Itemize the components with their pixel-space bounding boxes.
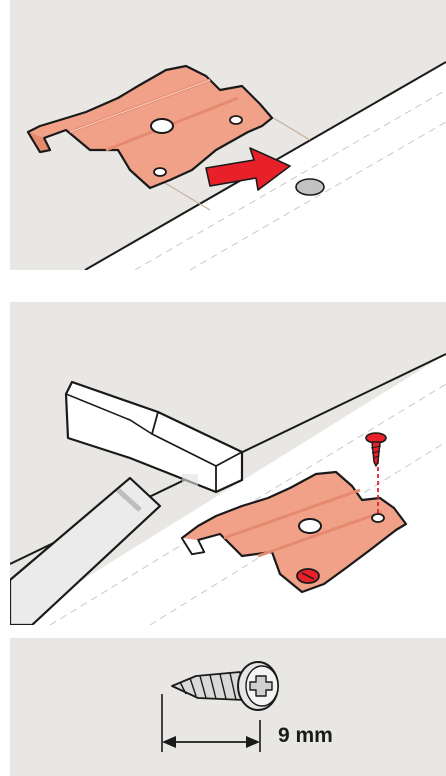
hole-icon [295,178,325,196]
slot-hole [150,118,174,134]
dashed-guide-line [189,121,446,270]
panel-background [10,638,446,776]
hammer-icon [10,380,244,625]
mount-hole [153,167,167,177]
step-1-panel [10,0,446,270]
red-screw-icon [365,432,387,516]
slot-hole [298,518,322,534]
dimension-arrow-icon [161,694,261,752]
bracket-icon [26,64,274,190]
mount-hole [229,115,243,125]
screw-head-icon [296,568,320,584]
alignment-line [159,179,211,211]
step-2-panel [10,302,446,625]
step-3-panel: 9 mm [10,638,446,776]
step-1-illustration [10,0,446,270]
step-3-illustration [10,638,446,776]
direction-arrow-icon [205,147,291,191]
dimension-label: 9 mm [278,724,333,747]
step-2-illustration [10,302,446,625]
bracket-icon [180,470,408,594]
mount-hole [371,513,385,523]
screw-icon [171,661,279,711]
